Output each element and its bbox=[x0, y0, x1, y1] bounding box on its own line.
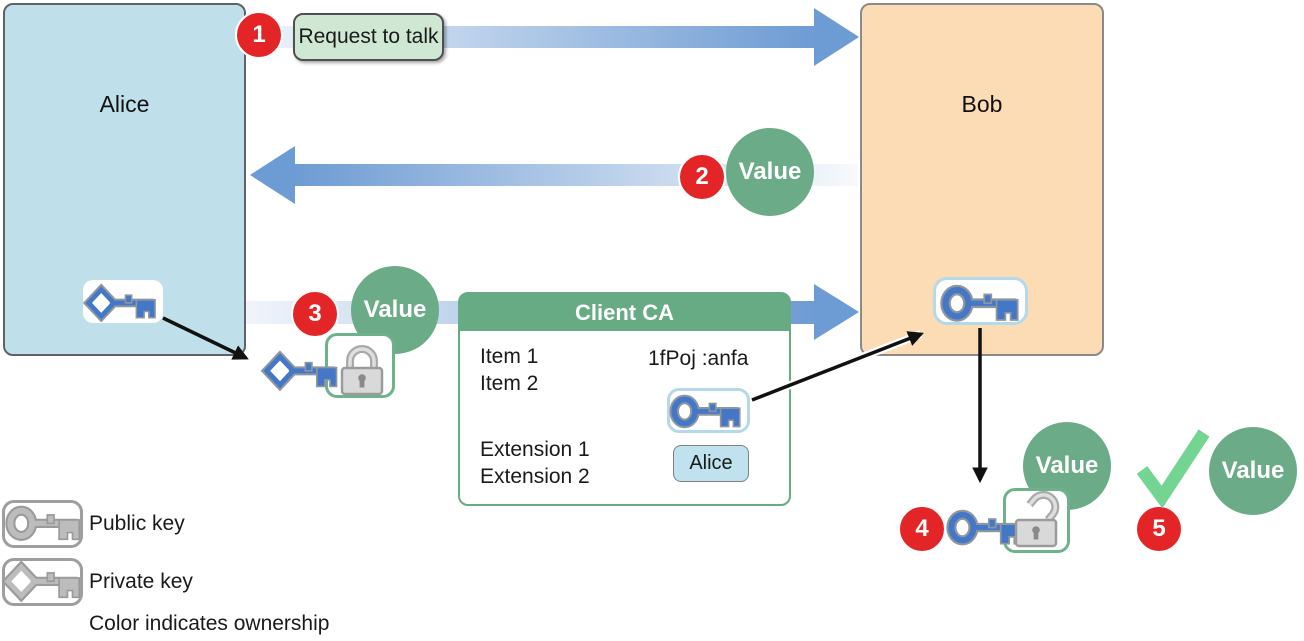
value-circle-step4-label: Value bbox=[1035, 452, 1099, 479]
certificate-title: Client CA bbox=[460, 294, 789, 331]
step-badge-3: 3 bbox=[291, 290, 339, 338]
step-badge-4-number: 4 bbox=[915, 515, 929, 542]
certificate-extensions: Extension 1 Extension 2 bbox=[480, 436, 590, 490]
legend-public-key-box bbox=[2, 500, 83, 548]
certificate-extension-1: Extension 1 bbox=[480, 438, 590, 461]
step-badge-5-number: 5 bbox=[1152, 515, 1166, 542]
request-to-talk-label: Request to talk bbox=[293, 13, 444, 61]
step-badge-1: 1 bbox=[235, 11, 283, 59]
value-circle-step2: Value bbox=[726, 128, 814, 216]
open-padlock-holder bbox=[1003, 488, 1070, 553]
actor-bob-label: Bob bbox=[961, 91, 1003, 117]
certificate-item-1: Item 1 bbox=[480, 345, 539, 368]
certificate-fingerprint: 1fPoj :anfa bbox=[648, 347, 749, 370]
step-badge-1-number: 1 bbox=[252, 21, 266, 48]
certificate-box: Client CA Item 1 Item 2 1fPoj :anfa Alic… bbox=[458, 292, 791, 506]
checkmark-icon bbox=[1136, 429, 1210, 509]
value-circle-step5-label: Value bbox=[1221, 457, 1285, 484]
actor-alice-label: Alice bbox=[99, 91, 150, 117]
certificate-public-key-holder bbox=[667, 388, 750, 433]
certificate-extension-2: Extension 2 bbox=[480, 465, 590, 488]
value-circle-step2-label: Value bbox=[738, 158, 802, 185]
step-badge-4: 4 bbox=[898, 505, 946, 553]
step-badge-2-number: 2 bbox=[695, 163, 709, 190]
arrow-step3-head-icon bbox=[814, 284, 859, 340]
request-to-talk-text: Request to talk bbox=[298, 25, 439, 48]
value-circle-step5: Value bbox=[1209, 427, 1297, 515]
legend-ownership-note: Color indicates ownership bbox=[89, 612, 330, 635]
certificate-item-2: Item 2 bbox=[480, 372, 539, 395]
arrow-step1-head-icon bbox=[814, 8, 859, 66]
step-badge-2: 2 bbox=[678, 153, 726, 201]
legend-private-key-label: Private key bbox=[89, 570, 193, 593]
legend-private-key-box bbox=[2, 558, 83, 606]
bob-public-key-holder bbox=[933, 277, 1028, 325]
alice-private-key-holder bbox=[83, 280, 163, 323]
step-badge-3-number: 3 bbox=[308, 300, 322, 327]
arrow-step2-head-icon bbox=[250, 146, 295, 204]
closed-padlock-holder bbox=[325, 333, 395, 398]
certificate-items: Item 1 Item 2 bbox=[480, 343, 538, 397]
certificate-owner-tag: Alice bbox=[673, 445, 749, 482]
value-circle-step3-label: Value bbox=[363, 296, 427, 323]
certificate-owner-text: Alice bbox=[689, 452, 733, 474]
step-badge-5: 5 bbox=[1135, 505, 1183, 553]
legend-public-key-label: Public key bbox=[89, 512, 185, 535]
